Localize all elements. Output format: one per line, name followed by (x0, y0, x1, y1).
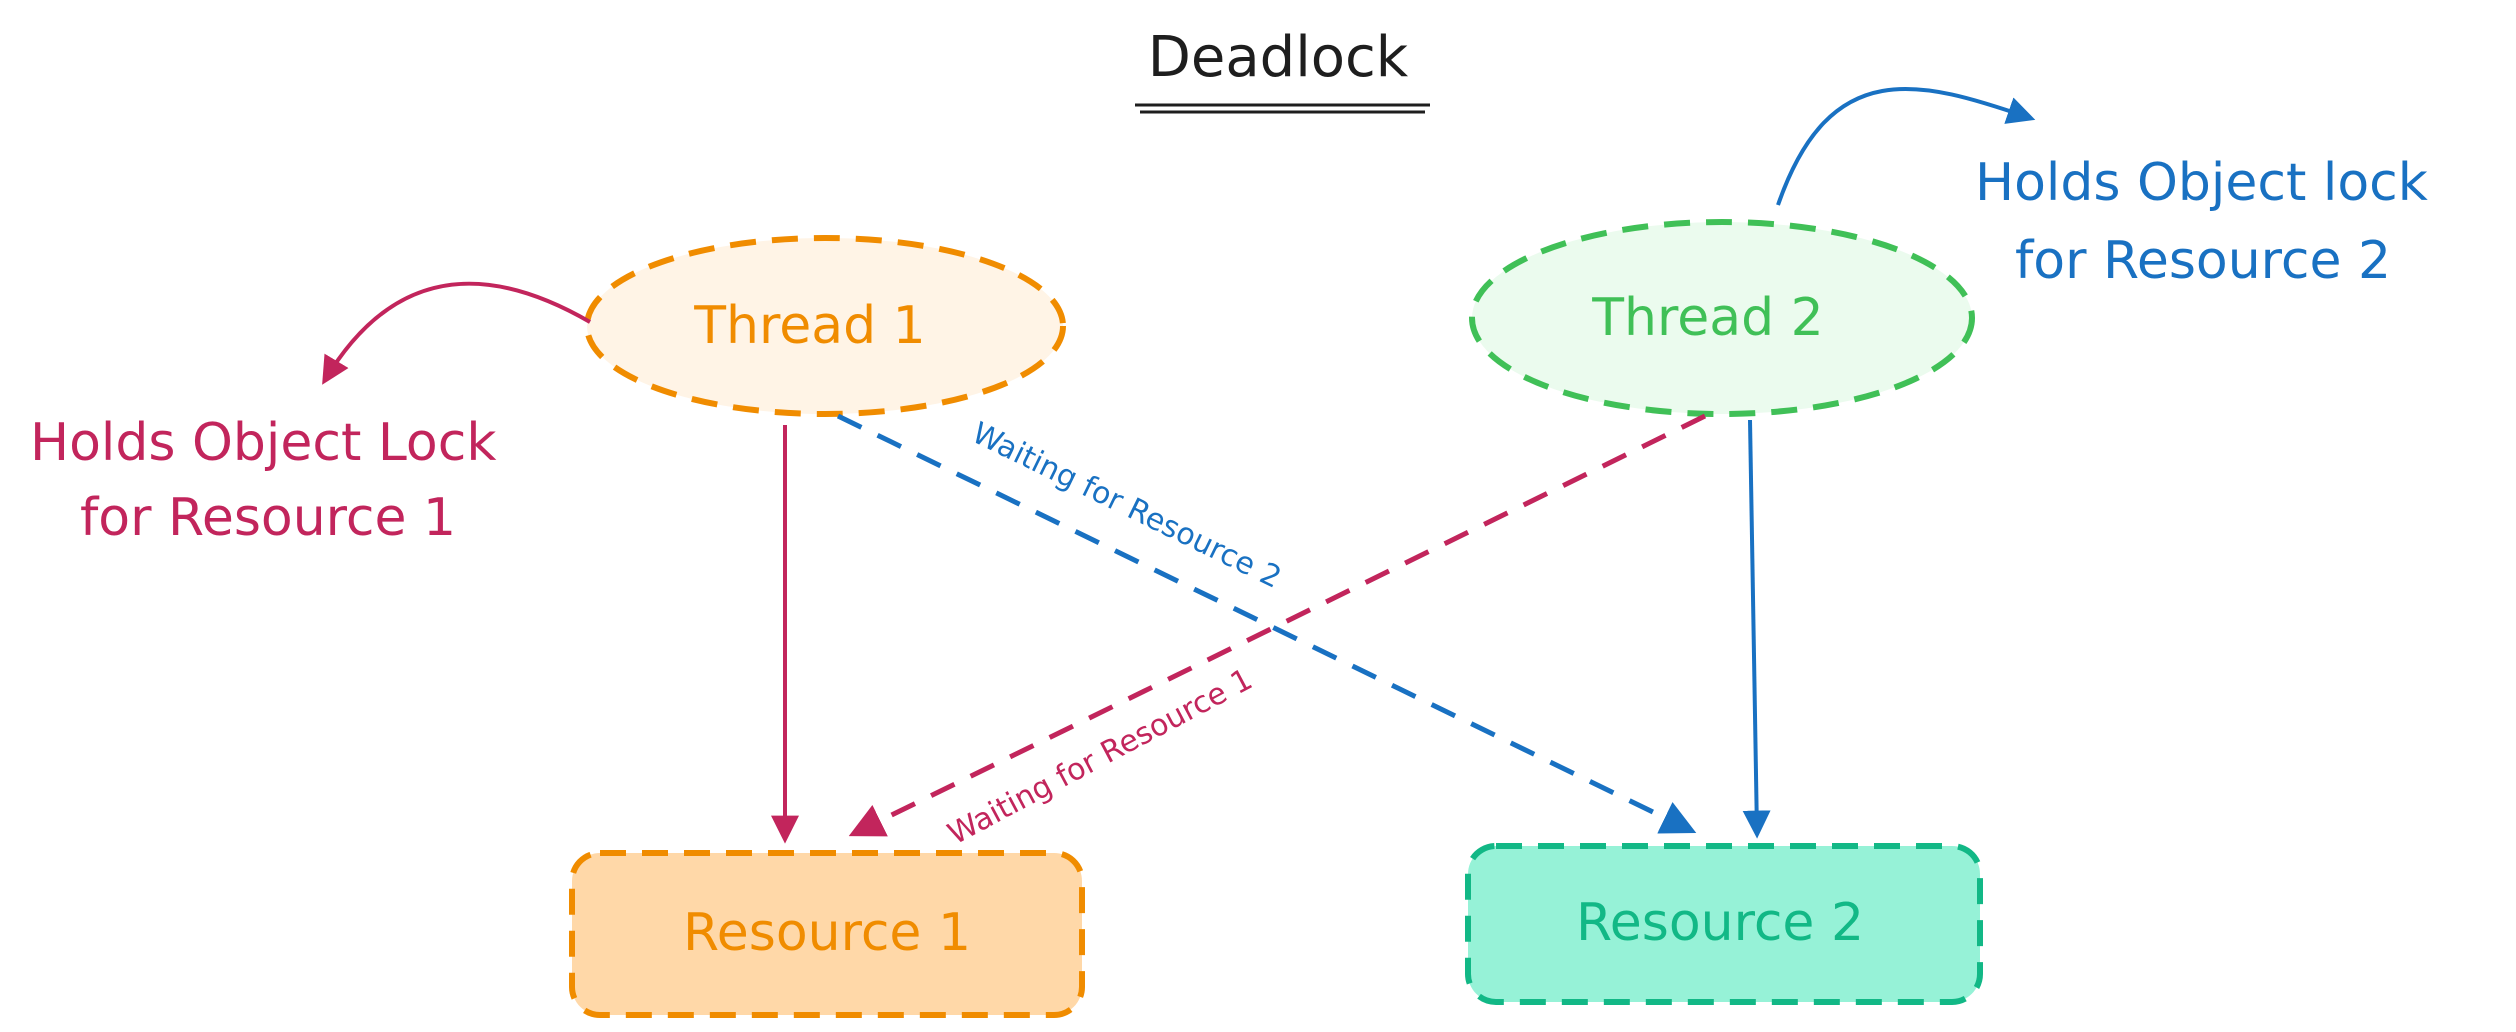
holds-resource-1-line-2: for Resource 1 (80, 488, 456, 548)
title-group: Deadlock (1135, 25, 1430, 114)
thread-2-node[interactable]: Thread 2 (1469, 219, 1975, 417)
resource-1-shape (569, 850, 1085, 1018)
resource-1-node[interactable]: Resource 1 (569, 850, 1085, 1018)
waiting-for-resource-2-label: Waiting for Resource 2 (966, 416, 1286, 596)
resource-2-shape (1465, 843, 1983, 1005)
waiting-for-resource-1-arrow (848, 413, 1707, 837)
holds-resource-1-line-1: Holds Object Lock (30, 413, 496, 473)
holds-resource-2-line-2: for Resource 2 (2015, 231, 2391, 291)
thread-1-node[interactable]: Thread 1 (584, 235, 1066, 417)
diagram-title: Deadlock (1148, 25, 1409, 90)
waiting-for-resource-2-arrow (836, 413, 1697, 834)
resource-1-label: Resource 1 (683, 903, 971, 963)
thread-2-shape (1469, 219, 1975, 417)
thread-1-label: Thread 1 (693, 296, 925, 356)
thread-1-shape (584, 235, 1066, 417)
holds-resource-2-curve-arrow (1776, 87, 2036, 206)
thread-2-to-resource-2-arrow (1742, 419, 1771, 839)
thread-2-label: Thread 2 (1591, 288, 1823, 348)
holds-resource-1-curve-arrow (322, 281, 591, 385)
waiting-for-resource-1-label: Waiting for Resource 1 (942, 662, 1258, 852)
holds-resource-2-line-1: Holds Object lock (1975, 153, 2428, 213)
resource-2-node[interactable]: Resource 2 (1465, 843, 1983, 1005)
resource-2-label: Resource 2 (1576, 893, 1864, 953)
